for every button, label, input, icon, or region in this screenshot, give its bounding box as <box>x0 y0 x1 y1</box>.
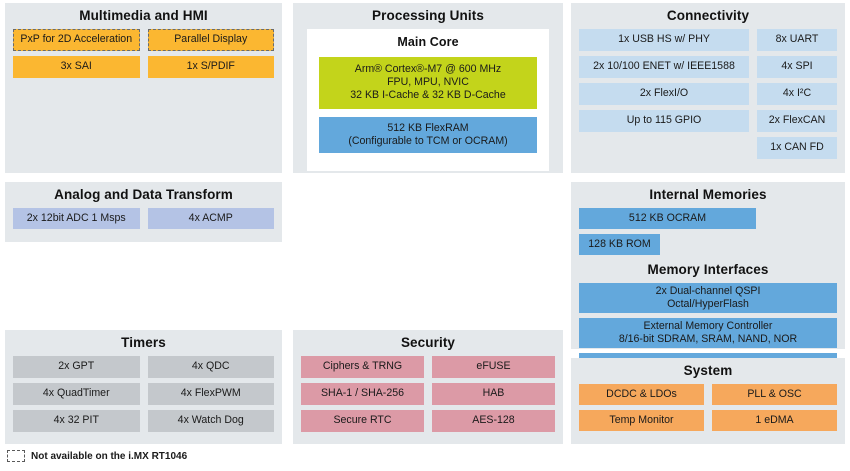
block-512kb-ocram[interactable]: 512 KB OCRAM <box>579 207 756 229</box>
block-4x-spi[interactable]: 4x SPI <box>757 55 837 78</box>
panel-processing-units: Processing Units Main Core Arm® Cortex®-… <box>293 3 563 173</box>
block-1x-can-fd[interactable]: 1x CAN FD <box>757 136 837 159</box>
block-pxp-2d-acceleration[interactable]: PxP for 2D Acceleration <box>13 28 140 51</box>
block-temp-monitor[interactable]: Temp Monitor <box>579 409 704 431</box>
block-3x-sai[interactable]: 3x SAI <box>13 55 140 78</box>
panel-title-multimedia: Multimedia and HMI <box>79 8 208 23</box>
panel-title-analog: Analog and Data Transform <box>54 187 233 202</box>
connectivity-block-grid: 1x USB HS w/ PHY 8x UART 2x 10/100 ENET … <box>571 28 845 164</box>
main-core-title: Main Core <box>397 34 459 49</box>
block-2x-flexio[interactable]: 2x FlexI/O <box>579 82 749 105</box>
block-aes-128[interactable]: AES-128 <box>432 409 555 432</box>
block-4x-watch-dog[interactable]: 4x Watch Dog <box>147 409 274 432</box>
main-core-card: Main Core Arm® Cortex®-M7 @ 600 MHz FPU,… <box>307 28 549 171</box>
block-4x-acmp[interactable]: 4x ACMP <box>147 207 274 229</box>
block-4x-qdc[interactable]: 4x QDC <box>147 355 274 378</box>
block-2x-flexcan[interactable]: 2x FlexCAN <box>757 109 837 132</box>
panel-internal-memories: Internal Memories 512 KB OCRAM 128 KB RO… <box>571 182 845 374</box>
block-1x-usb-hs-phy[interactable]: 1x USB HS w/ PHY <box>579 28 749 51</box>
block-external-memory-controller[interactable]: External Memory Controller 8/16-bit SDRA… <box>579 317 837 348</box>
connectivity-spacer <box>579 137 749 159</box>
panel-connectivity: Connectivity 1x USB HS w/ PHY 8x UART 2x… <box>571 3 845 173</box>
panel-analog-and-data-transform: Analog and Data Transform 2x 12bit ADC 1… <box>5 182 282 242</box>
panel-title-connectivity: Connectivity <box>666 8 750 23</box>
panel-title-processing-units: Processing Units <box>372 8 484 23</box>
block-up-to-115-gpio[interactable]: Up to 115 GPIO <box>579 109 749 132</box>
block-secure-rtc[interactable]: Secure RTC <box>301 409 424 432</box>
block-4x-quadtimer[interactable]: 4x QuadTimer <box>13 382 140 405</box>
block-1-edma[interactable]: 1 eDMA <box>712 409 837 431</box>
block-2x-dual-channel-qspi[interactable]: 2x Dual-channel QSPI Octal/HyperFlash <box>579 282 837 313</box>
block-2x-gpt[interactable]: 2x GPT <box>13 355 140 378</box>
internal-memories-grid: 512 KB OCRAM 128 KB ROM <box>571 207 845 260</box>
panel-timers: Timers 2x GPT 4x QDC 4x QuadTimer 4x Fle… <box>5 330 282 444</box>
block-4x-i2c[interactable]: 4x I²C <box>757 82 837 105</box>
system-block-grid: DCDC & LDOs PLL & OSC Temp Monitor 1 eDM… <box>571 383 845 436</box>
panel-title-security: Security <box>400 335 456 350</box>
panel-title-timers: Timers <box>121 335 166 350</box>
panel-system: System DCDC & LDOs PLL & OSC Temp Monito… <box>571 358 845 444</box>
block-512kb-flexram[interactable]: 512 KB FlexRAM (Configurable to TCM or O… <box>319 116 537 153</box>
panel-title-internal-memories: Internal Memories <box>649 187 767 202</box>
block-2x-12bit-adc[interactable]: 2x 12bit ADC 1 Msps <box>13 207 140 229</box>
block-2x-enet-ieee1588[interactable]: 2x 10/100 ENET w/ IEEE1588 <box>579 55 749 78</box>
panel-title-memory-interfaces: Memory Interfaces <box>647 261 769 277</box>
panel-title-system: System <box>683 363 733 378</box>
block-sha1-sha256[interactable]: SHA-1 / SHA-256 <box>301 382 424 405</box>
block-arm-cortex-m7[interactable]: Arm® Cortex®-M7 @ 600 MHz FPU, MPU, NVIC… <box>319 56 537 109</box>
panel-multimedia-and-hmi: Multimedia and HMI PxP for 2D Accelerati… <box>5 3 282 173</box>
block-parallel-display[interactable]: Parallel Display <box>147 28 274 51</box>
block-4x-32-pit[interactable]: 4x 32 PIT <box>13 409 140 432</box>
block-hab[interactable]: HAB <box>432 382 555 405</box>
multimedia-block-grid: PxP for 2D Acceleration Parallel Display… <box>5 28 282 83</box>
security-block-grid: Ciphers & TRNG eFUSE SHA-1 / SHA-256 HAB… <box>293 355 563 437</box>
block-ciphers-trng[interactable]: Ciphers & TRNG <box>301 355 424 378</box>
dashed-outline-swatch-icon <box>7 450 25 462</box>
block-dcdc-ldos[interactable]: DCDC & LDOs <box>579 383 704 405</box>
timers-block-grid: 2x GPT 4x QDC 4x QuadTimer 4x FlexPWM 4x… <box>5 355 282 437</box>
panel-security: Security Ciphers & TRNG eFUSE SHA-1 / SH… <box>293 330 563 444</box>
block-1x-spdif[interactable]: 1x S/PDIF <box>147 55 274 78</box>
block-4x-flexpwm[interactable]: 4x FlexPWM <box>147 382 274 405</box>
block-pll-osc[interactable]: PLL & OSC <box>712 383 837 405</box>
block-128kb-rom[interactable]: 128 KB ROM <box>579 233 660 255</box>
legend: Not available on the i.MX RT1046 <box>7 450 187 462</box>
block-8x-uart[interactable]: 8x UART <box>757 28 837 51</box>
legend-note: Not available on the i.MX RT1046 <box>31 450 188 462</box>
analog-block-grid: 2x 12bit ADC 1 Msps 4x ACMP <box>5 207 282 234</box>
block-efuse[interactable]: eFUSE <box>432 355 555 378</box>
